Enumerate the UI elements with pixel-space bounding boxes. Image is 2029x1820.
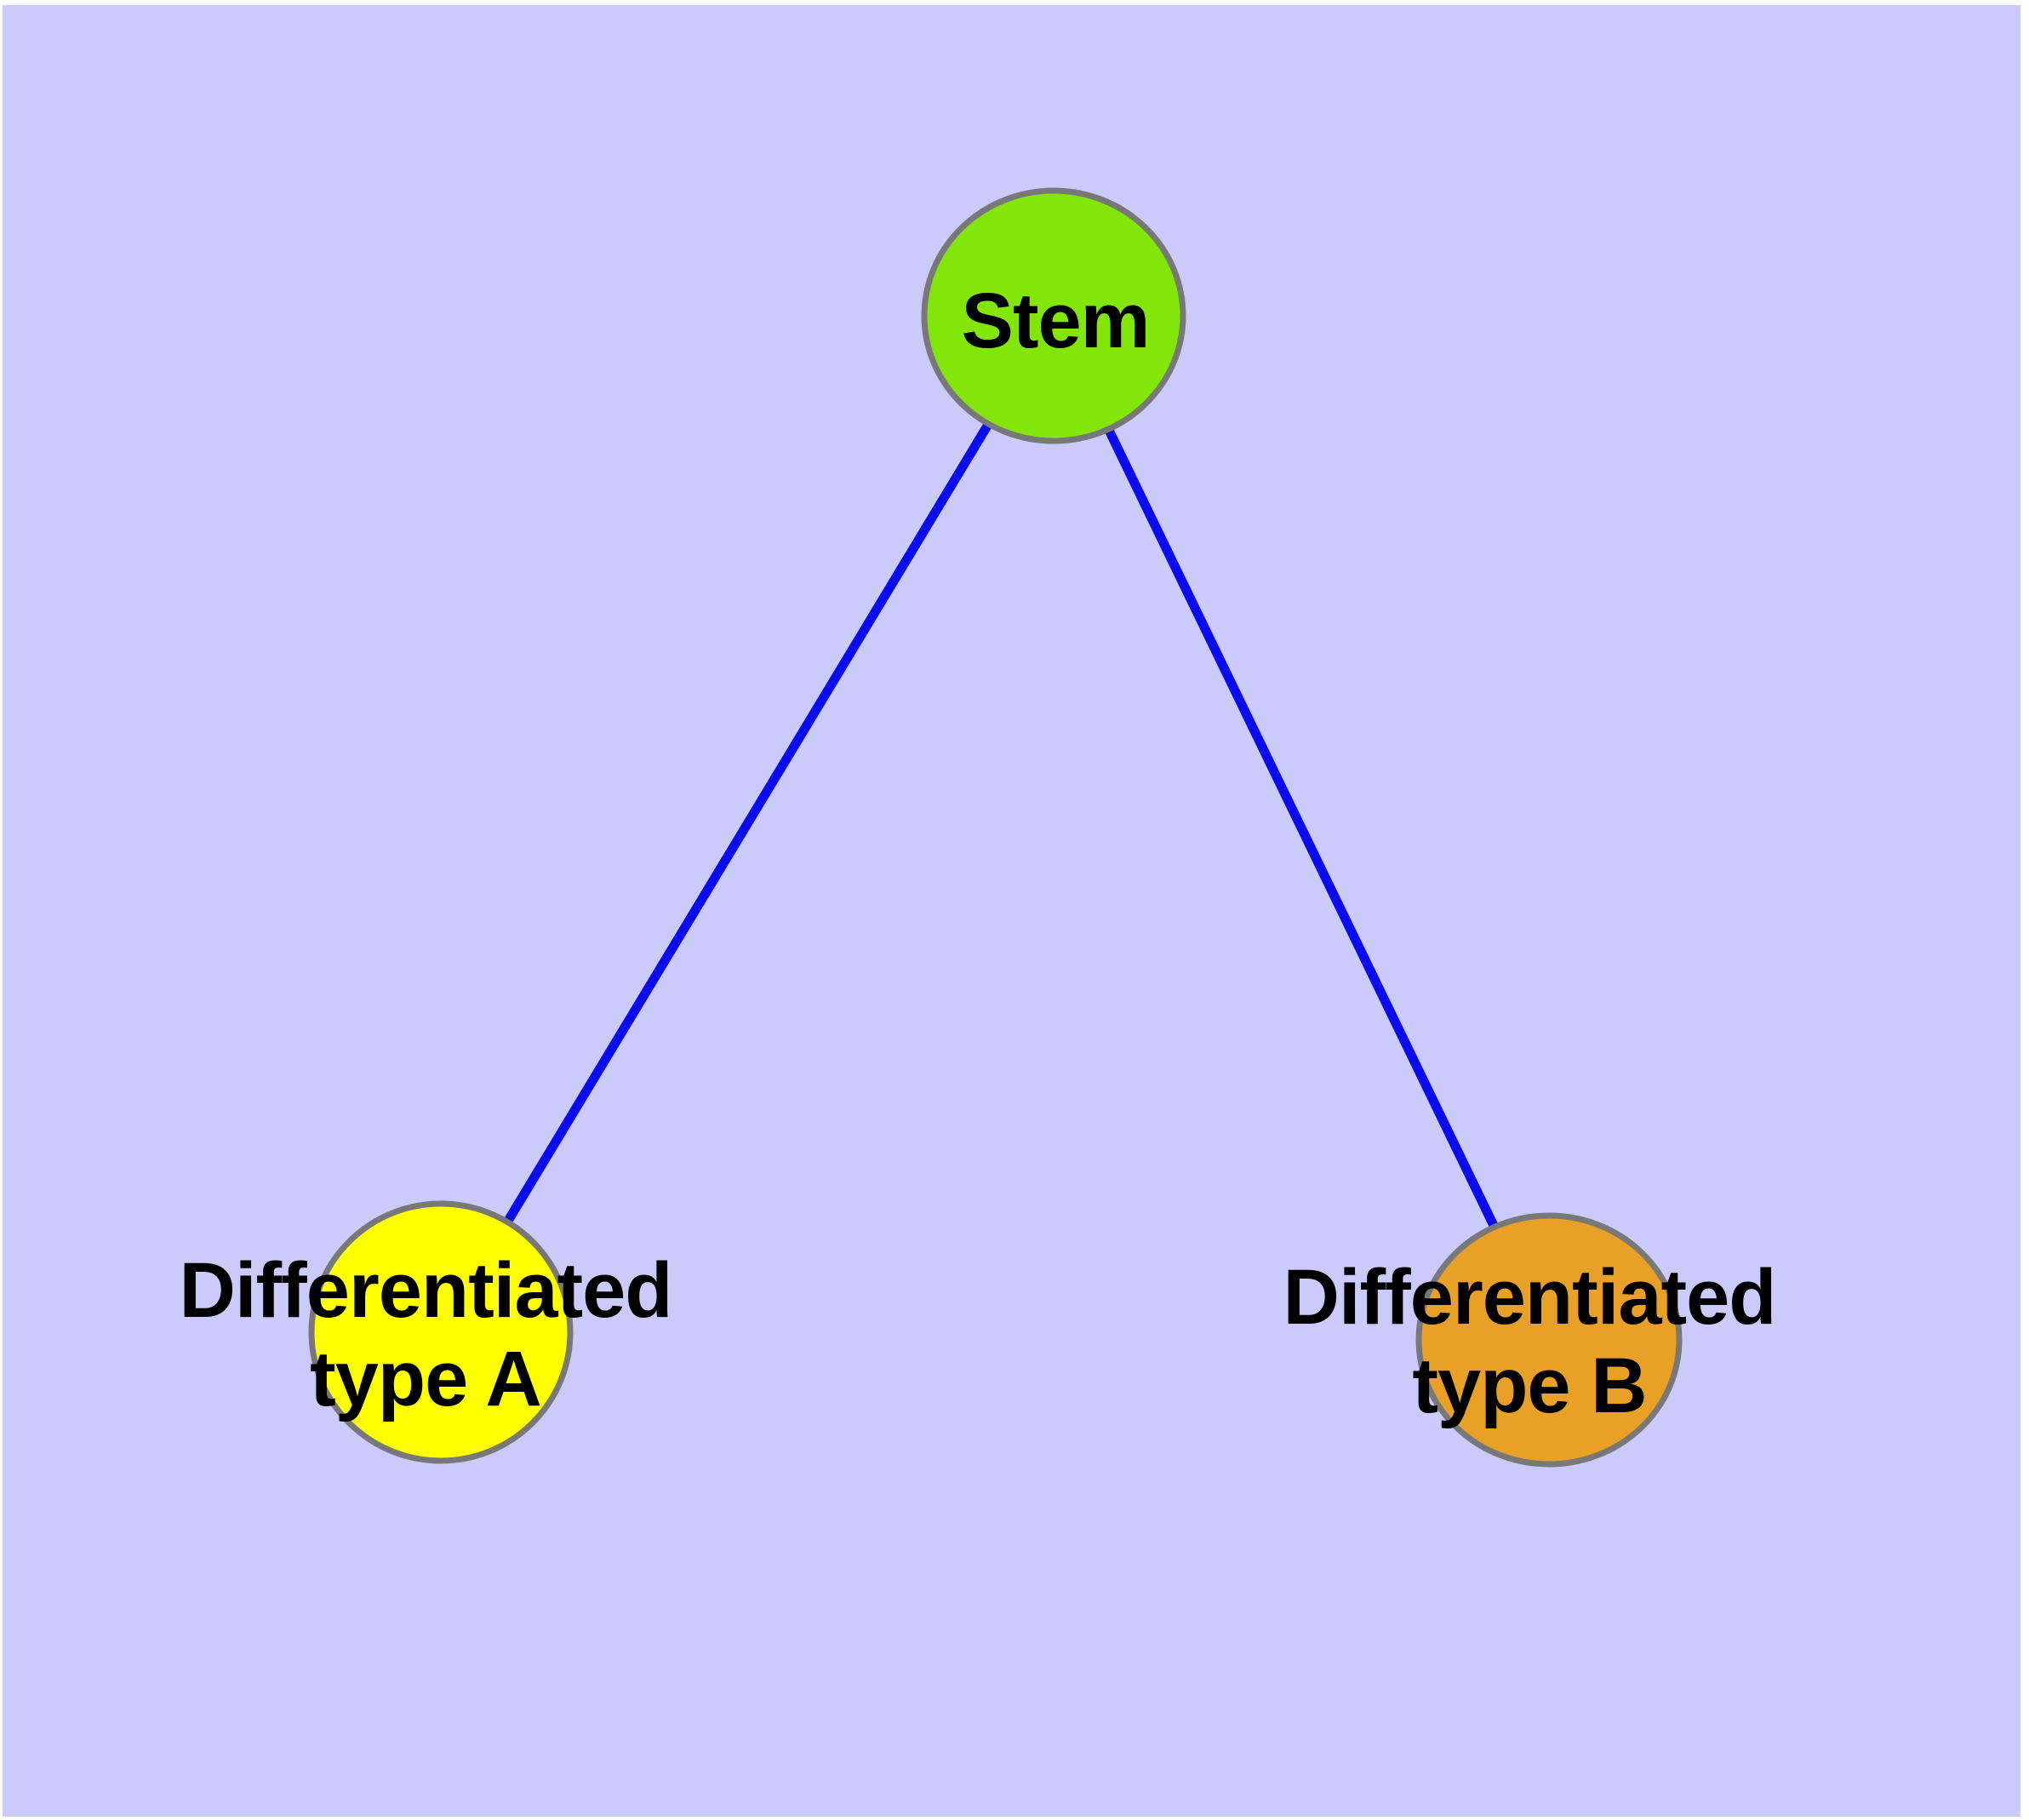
node-differentiated-type-b [1415,1212,1683,1468]
node-type-a-label: Differentiated type A [179,1246,673,1423]
node-type-b-label-line1: Differentiated [1283,1254,1777,1341]
node-type-a-label-line1: Differentiated [179,1247,673,1334]
node-differentiated-type-a [308,1200,574,1464]
node-type-b-label-line2: type B [1412,1342,1647,1429]
edge-stem-to-type-a [437,313,1058,1335]
node-stem [921,187,1186,444]
node-stem-label: Stem [961,278,1151,364]
node-type-b-label: Differentiated type B [1283,1253,1777,1430]
edge-stem-to-type-b [1049,313,1553,1342]
node-type-a-label-line2: type A [310,1336,542,1422]
